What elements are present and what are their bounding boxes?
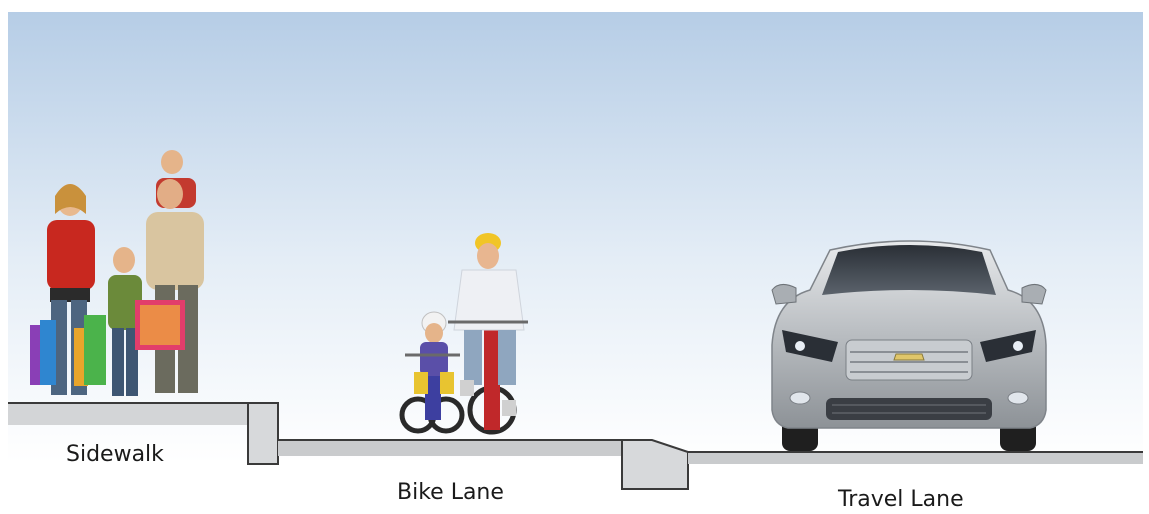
sidewalk-curb bbox=[248, 403, 278, 464]
bike-lane-label: Bike Lane bbox=[397, 480, 504, 505]
travel-lane-label: Travel Lane bbox=[838, 487, 964, 512]
sidewalk-label: Sidewalk bbox=[66, 442, 164, 467]
travel-lane-surface bbox=[688, 452, 1143, 464]
sidewalk-surface bbox=[8, 403, 248, 425]
bike-lane-surface bbox=[278, 440, 622, 456]
